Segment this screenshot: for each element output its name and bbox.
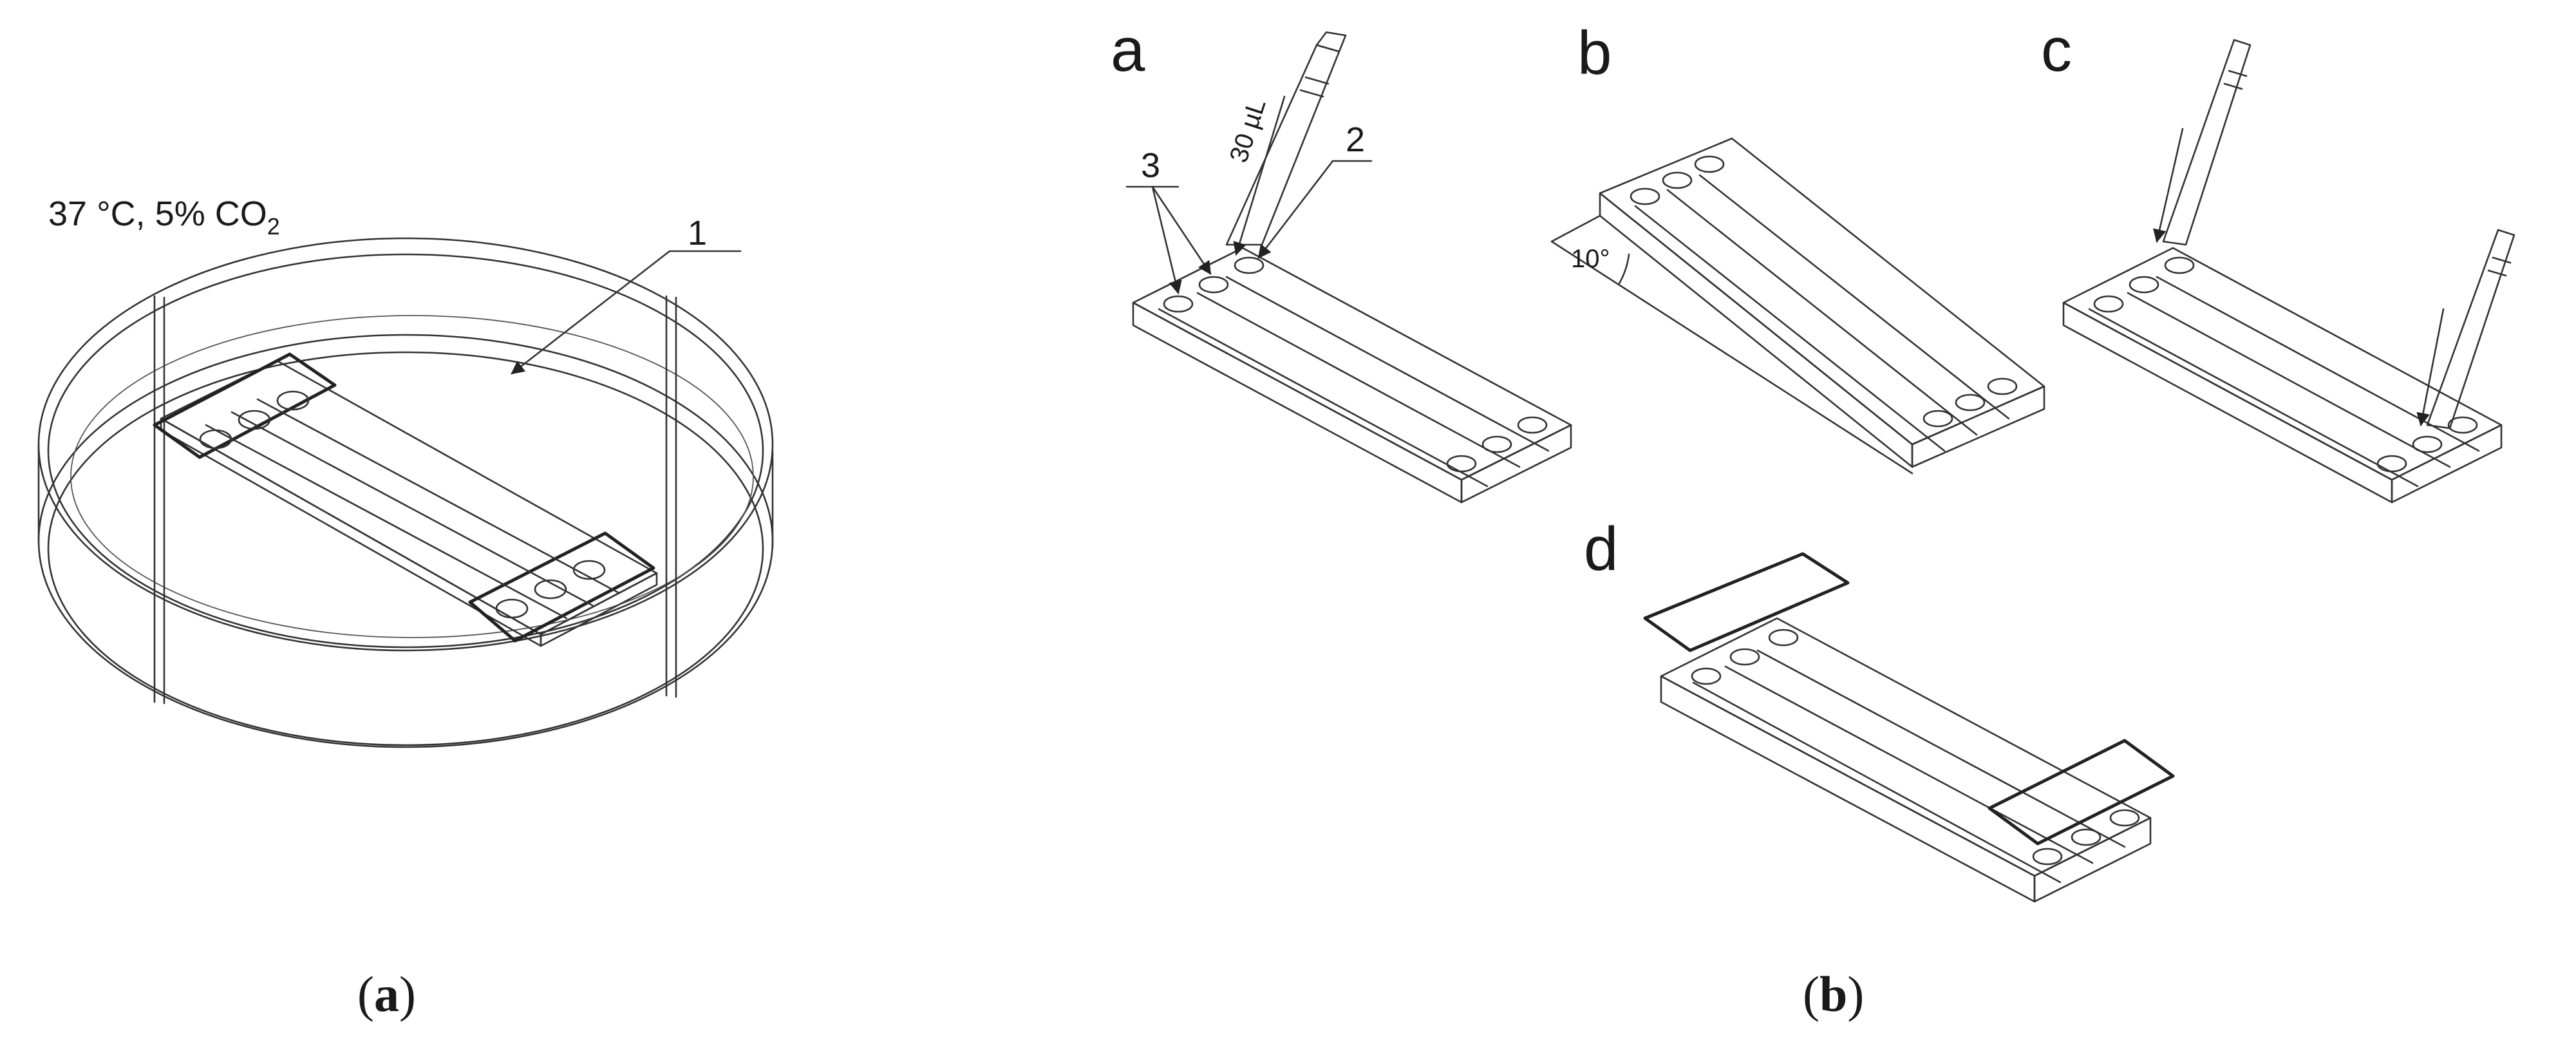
chip-ports <box>199 390 606 619</box>
callout-2: 2 <box>1257 120 1373 259</box>
step-d-cover-plate-right <box>1988 739 2175 846</box>
step-a-pipette <box>1225 31 1347 246</box>
step-d-cover-plate-left <box>1643 552 1850 652</box>
petri-dish <box>37 237 774 748</box>
step-c-chip <box>2062 247 2503 504</box>
step-c-letter: c <box>2041 15 2072 84</box>
microfluidic-chip-in-dish <box>153 352 658 647</box>
panel-a-caption: (a) <box>357 966 416 1022</box>
step-c-pipette-right <box>2416 229 2515 430</box>
step-b-letter: b <box>1577 19 1612 88</box>
incubation-condition-label: 37 °C, 5% CO2 <box>48 194 280 240</box>
step-a-letter: a <box>1111 15 1145 84</box>
panel-a: 37 °C, 5% CO2 1 (a) <box>37 194 774 1022</box>
panel-b: a b c d 30 µL <box>1111 15 2515 1022</box>
callout-1-number: 1 <box>688 214 707 252</box>
callout-1: 1 <box>511 214 742 375</box>
callout-3-number: 3 <box>1141 146 1160 185</box>
tilt-angle-label: 10° <box>1571 245 1610 273</box>
step-a-chip <box>1132 247 1572 504</box>
step-d-letter: d <box>1584 515 1618 583</box>
volume-label: 30 µL <box>1225 95 1272 166</box>
step-d-chip <box>1660 617 2152 903</box>
step-b-tilted-chip: 10° <box>1550 137 2045 475</box>
panel-b-caption: (b) <box>1803 966 1864 1022</box>
callout-3: 3 <box>1125 146 1212 295</box>
step-c-pipette-left <box>2153 39 2252 246</box>
callout-2-number: 2 <box>1346 120 1365 159</box>
